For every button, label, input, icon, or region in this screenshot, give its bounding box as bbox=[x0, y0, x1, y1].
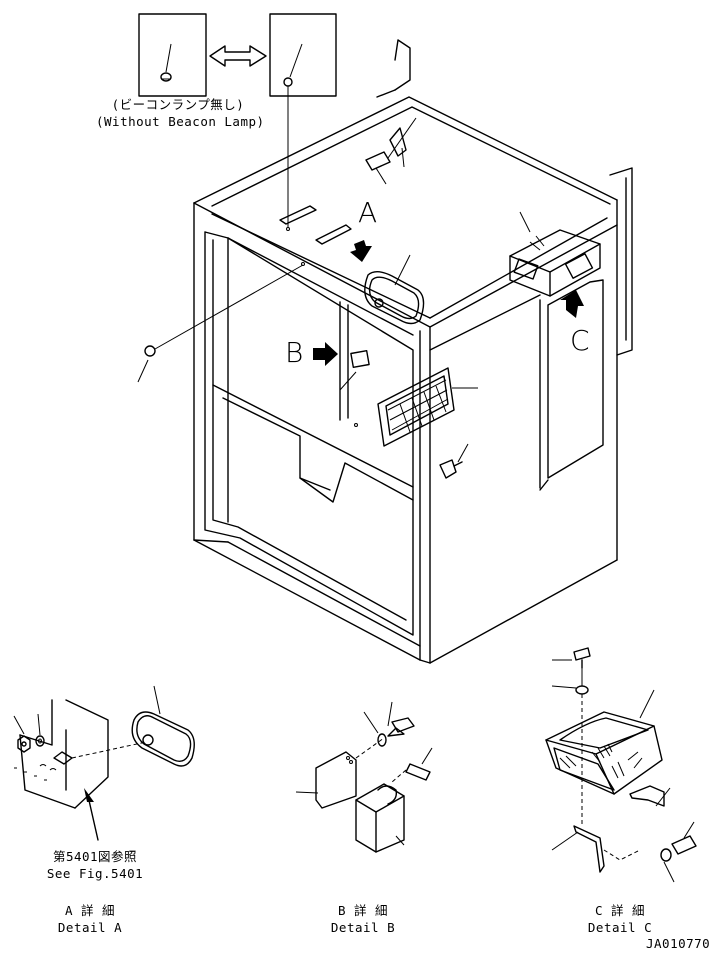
beacon-note-en: (Without Beacon Lamp) bbox=[96, 114, 265, 129]
inset-with-beacon bbox=[138, 13, 207, 97]
cab-basket bbox=[509, 211, 601, 297]
detail-a-caption-en: Detail A bbox=[57, 920, 123, 935]
detail-b-caption-jp: B 詳 細 bbox=[337, 903, 389, 918]
arrow-a-marker bbox=[350, 240, 372, 262]
roof-hardware bbox=[279, 117, 417, 245]
view-letter-c: C bbox=[570, 324, 590, 357]
detail-c-caption: C 詳 細 Detail C bbox=[570, 902, 670, 936]
beacon-note-jp: (ビーコンランプ無し) bbox=[111, 97, 245, 112]
see-figure-en: See Fig.5401 bbox=[46, 866, 144, 881]
detail-a-drawing bbox=[13, 685, 195, 841]
detail-a-caption: A 詳 細 Detail A bbox=[40, 902, 140, 936]
see-figure-jp: 第5401図参照 bbox=[52, 849, 138, 864]
see-figure-reference: 第5401図参照 See Fig.5401 bbox=[40, 848, 150, 882]
double-arrow bbox=[209, 45, 267, 67]
beacon-note: (ビーコンランプ無し) (Without Beacon Lamp) bbox=[96, 96, 265, 130]
detail-c-caption-en: Detail C bbox=[587, 920, 653, 935]
cab-small-parts bbox=[137, 262, 478, 479]
detail-c-caption-jp: C 詳 細 bbox=[594, 903, 646, 918]
detail-b-drawing bbox=[295, 701, 433, 853]
view-letter-a: A bbox=[358, 196, 378, 229]
drawing-code: JA010770 bbox=[646, 936, 711, 951]
detail-b-caption-en: Detail B bbox=[330, 920, 396, 935]
inset-without-beacon bbox=[269, 13, 337, 228]
mirror-main bbox=[364, 254, 425, 325]
cab-body bbox=[193, 39, 633, 664]
view-letter-b: B bbox=[285, 336, 304, 369]
detail-a-caption-jp: A 詳 細 bbox=[64, 903, 116, 918]
arrow-c-marker bbox=[560, 290, 584, 318]
detail-b-caption: B 詳 細 Detail B bbox=[313, 902, 413, 936]
arrow-b-marker bbox=[313, 342, 338, 366]
detail-c-drawing bbox=[545, 647, 697, 883]
